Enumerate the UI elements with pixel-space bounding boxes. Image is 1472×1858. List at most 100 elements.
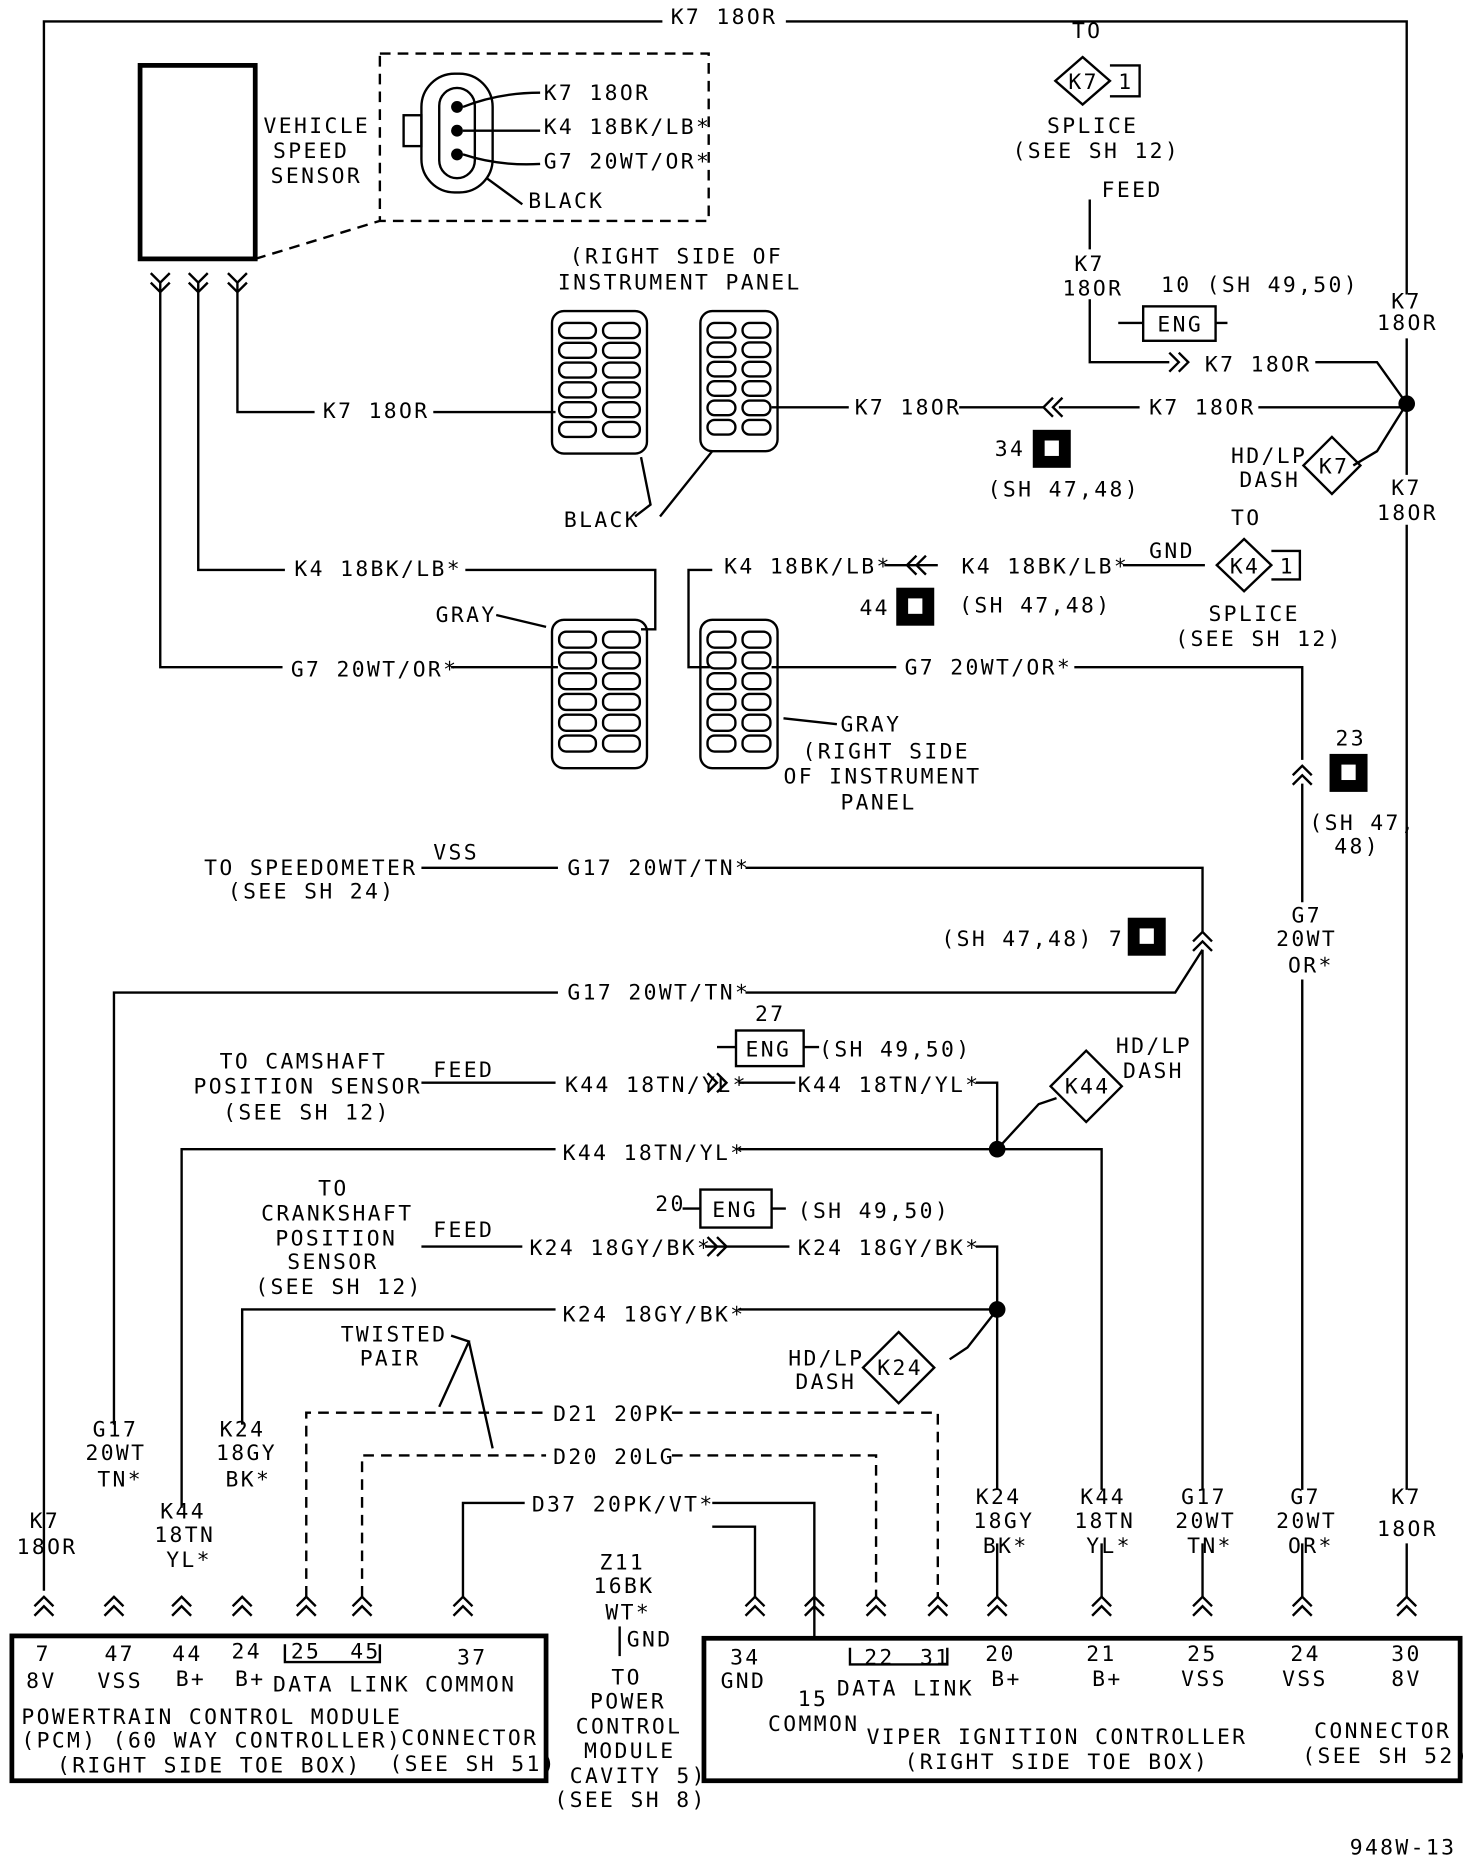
svg-text:27: 27 bbox=[755, 1002, 785, 1027]
svg-text:23: 23 bbox=[1335, 727, 1365, 752]
svg-text:MODULE: MODULE bbox=[584, 1739, 675, 1764]
svg-text:25: 25 bbox=[1187, 1642, 1217, 1667]
svg-text:20WT: 20WT bbox=[1175, 1509, 1236, 1534]
svg-text:CONTROL: CONTROL bbox=[576, 1714, 683, 1739]
cam-feed: FEED bbox=[433, 1058, 494, 1083]
connector-cavity bbox=[557, 321, 598, 340]
svg-text:G7: G7 bbox=[1290, 1485, 1320, 1510]
connector-cavity bbox=[706, 692, 737, 712]
svg-text:TN*: TN* bbox=[97, 1467, 143, 1492]
svg-text:Z11: Z11 bbox=[599, 1550, 645, 1575]
vic-name-1: VIPER IGNITION CONTROLLER bbox=[867, 1725, 1248, 1750]
svg-text:15: 15 bbox=[798, 1687, 828, 1712]
svg-text:K7: K7 bbox=[1391, 1485, 1421, 1510]
svg-text:(SH 47,48) 7: (SH 47,48) 7 bbox=[941, 927, 1124, 952]
eng10-text: ENG bbox=[1157, 312, 1203, 337]
g7-run-left: G7 20WT/OR* bbox=[291, 658, 459, 683]
connector-cavity bbox=[741, 692, 772, 712]
svg-text:OR*: OR* bbox=[1288, 1534, 1334, 1559]
crank-l3: POSITION bbox=[275, 1226, 397, 1251]
connector-cavity bbox=[706, 360, 737, 378]
connector-cavity bbox=[601, 361, 642, 379]
connector-cavity bbox=[706, 418, 737, 436]
sensor-pin-g7: G7 20WT/OR* bbox=[544, 150, 712, 175]
svg-text:B+: B+ bbox=[176, 1667, 206, 1692]
connector-cavity bbox=[601, 381, 642, 399]
svg-text:44: 44 bbox=[859, 596, 889, 621]
connector-cavity bbox=[557, 420, 598, 439]
eng-27: 27 ENG (SH 49,50) bbox=[734, 1002, 971, 1068]
wires bbox=[42, 20, 1416, 1657]
connector-cavity bbox=[741, 734, 772, 753]
sensor-connector-detail-box bbox=[254, 52, 710, 261]
cam-l2: POSITION SENSOR bbox=[193, 1074, 422, 1099]
k4-run-right: K4 18BK/LB* bbox=[962, 554, 1130, 579]
k24-run: K24 18GY/BK* bbox=[563, 1302, 746, 1327]
crank-l5: (SEE SH 12) bbox=[255, 1275, 423, 1300]
svg-text:44: 44 bbox=[172, 1642, 202, 1667]
svg-text:TN*: TN* bbox=[1187, 1534, 1233, 1559]
ip-bottom-l1: (RIGHT SIDE bbox=[802, 740, 970, 765]
svg-text:TO: TO bbox=[611, 1666, 641, 1691]
pcm-conn-1: CONNECTOR bbox=[401, 1726, 538, 1751]
svg-text:DASH: DASH bbox=[1239, 468, 1300, 493]
svg-text:20: 20 bbox=[985, 1642, 1015, 1667]
splice-k7-feed: FEED bbox=[1102, 178, 1163, 203]
connector-block-3 bbox=[550, 618, 649, 770]
ground-44: 44 (SH 47,48) bbox=[859, 587, 1109, 626]
connector-cavity bbox=[741, 418, 772, 436]
svg-text:21: 21 bbox=[1086, 1642, 1116, 1667]
svg-text:(SEE SH 12): (SEE SH 12) bbox=[1175, 627, 1343, 652]
svg-text:YL*: YL* bbox=[166, 1548, 212, 1573]
connector-cavity bbox=[601, 713, 642, 732]
svg-text:GND: GND bbox=[627, 1628, 673, 1653]
g7-vert-b: 20WT bbox=[1276, 927, 1337, 952]
svg-text:8V: 8V bbox=[26, 1669, 56, 1694]
gray-leader-2 bbox=[783, 717, 838, 726]
svg-text:K24: K24 bbox=[220, 1417, 266, 1442]
svg-text:POWER: POWER bbox=[590, 1689, 666, 1714]
top-wire-label: K7 18OR bbox=[671, 5, 778, 30]
speedo-l2: (SEE SH 24) bbox=[228, 880, 396, 905]
connector-cavity bbox=[601, 420, 642, 439]
svg-text:K7: K7 bbox=[30, 1509, 60, 1534]
speedo-l1: TO SPEEDOMETER bbox=[204, 856, 417, 881]
ip-bottom-l3: PANEL bbox=[840, 791, 916, 816]
ip-top-l1: (RIGHT SIDE OF bbox=[570, 245, 783, 270]
svg-text:K44: K44 bbox=[1065, 1074, 1111, 1099]
svg-text:47: 47 bbox=[104, 1642, 134, 1667]
svg-text:24: 24 bbox=[1290, 1642, 1320, 1667]
svg-text:(SH 49,50): (SH 49,50) bbox=[819, 1038, 971, 1063]
pcm-name-3: (RIGHT SIDE TOE BOX) bbox=[57, 1753, 362, 1778]
svg-text:(SEE SH 8): (SEE SH 8) bbox=[554, 1788, 706, 1813]
splice-k7-to: TO bbox=[1072, 19, 1102, 44]
svg-text:COMMON: COMMON bbox=[768, 1712, 859, 1737]
svg-text:K7: K7 bbox=[1319, 455, 1349, 480]
svg-text:18OR: 18OR bbox=[17, 1535, 78, 1560]
svg-text:BK*: BK* bbox=[983, 1534, 1029, 1559]
inline-connector-icon bbox=[1091, 1595, 1112, 1617]
inline-connector-icon bbox=[706, 1236, 729, 1257]
k7-run-mid: K7 18OR bbox=[855, 395, 962, 420]
svg-text:CAVITY 5): CAVITY 5) bbox=[570, 1764, 707, 1789]
connector-cavity bbox=[557, 341, 598, 359]
svg-text:K44: K44 bbox=[160, 1499, 206, 1524]
connector-cavity bbox=[741, 651, 772, 670]
svg-text:20: 20 bbox=[655, 1192, 685, 1217]
inline-connector-icon bbox=[927, 1595, 949, 1617]
pcm-conn-2: (SEE SH 51) bbox=[389, 1752, 557, 1777]
svg-text:K44: K44 bbox=[1080, 1485, 1126, 1510]
connector-cavity bbox=[557, 671, 598, 691]
connector-block-4 bbox=[699, 618, 779, 770]
svg-text:B+: B+ bbox=[991, 1667, 1021, 1692]
inline-connector-icon bbox=[295, 1595, 317, 1617]
svg-text:DATA LINK: DATA LINK bbox=[837, 1676, 974, 1701]
svg-text:22: 22 bbox=[864, 1645, 894, 1670]
svg-text:34: 34 bbox=[995, 437, 1025, 462]
svg-text:ENG: ENG bbox=[745, 1038, 791, 1063]
twisted-l2: PAIR bbox=[360, 1346, 421, 1371]
svg-text:18TN: 18TN bbox=[154, 1523, 215, 1548]
